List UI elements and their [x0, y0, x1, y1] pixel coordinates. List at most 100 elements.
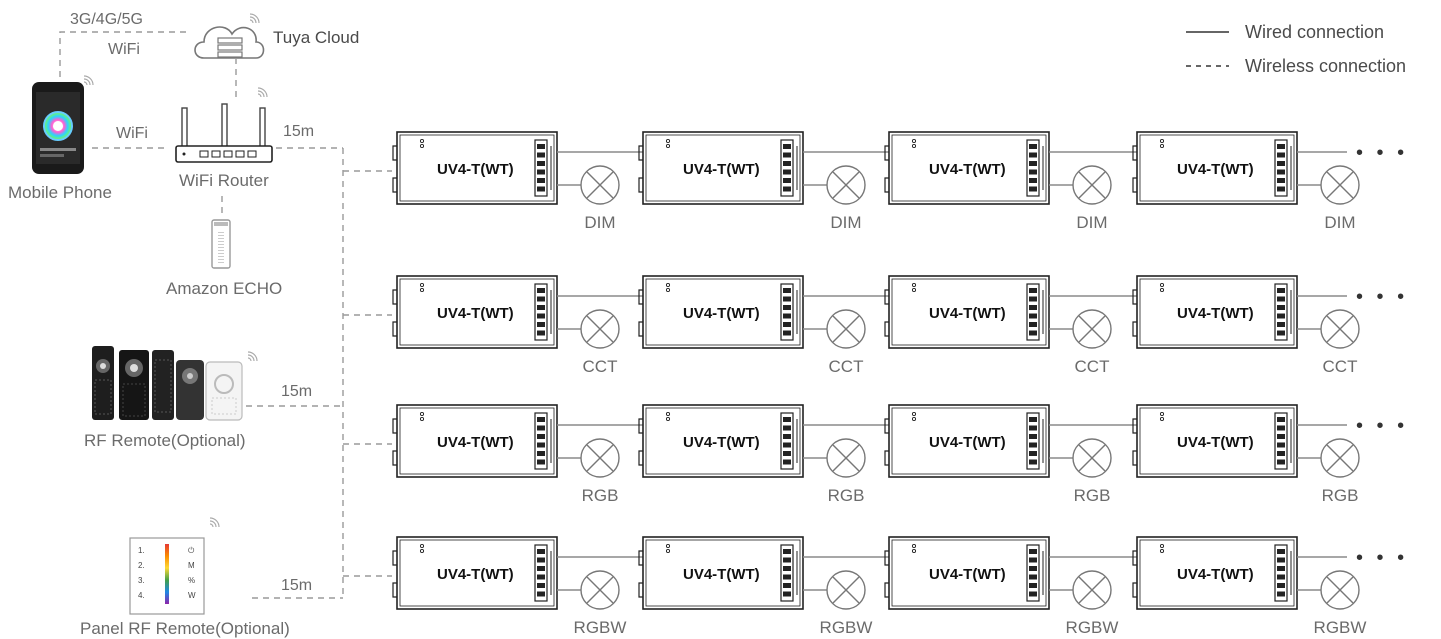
terminal-screw: [537, 434, 545, 439]
controller-inner-border: [399, 407, 555, 475]
lamp-type-label: DIM: [1324, 213, 1355, 232]
terminal-screw: [1277, 178, 1285, 183]
panel-key-2: 2.: [138, 561, 145, 570]
terminal-screw: [1277, 425, 1285, 431]
controller-unit: UV4-T(WT)RGBW: [1132, 536, 1366, 637]
terminal-screw: [537, 574, 545, 580]
controller-unit: UV4-T(WT) DIM: [1132, 131, 1360, 232]
lamp-icon: [1320, 165, 1360, 205]
controller-unit: UV4-T(WT) RGBW: [638, 536, 889, 637]
controller-led: [665, 287, 671, 293]
controller-left-clip: [638, 321, 643, 337]
lamp-type-label: DIM: [1076, 213, 1107, 232]
terminal-screw: [537, 417, 545, 422]
panel-distance-label: 15m: [281, 577, 312, 594]
terminal-screw: [783, 557, 791, 563]
controller-label: UV4-T(WT): [683, 566, 760, 583]
controller-box: [642, 275, 804, 349]
terminal-screw: [783, 591, 791, 597]
terminal-screw: [1029, 144, 1037, 149]
terminal-screw: [1277, 186, 1285, 192]
controller-box: [642, 536, 804, 610]
controller-led: [665, 143, 671, 149]
terminal-screw: [537, 313, 545, 319]
controller-inner-border: [645, 278, 801, 346]
controller-left-clip: [884, 321, 889, 337]
lamp-icon: [1072, 570, 1112, 610]
lamp-icon: [1072, 165, 1112, 205]
controller-left-clip: [1132, 177, 1137, 193]
controller-box: [1136, 404, 1298, 478]
controller-left-clip: [638, 582, 643, 598]
lamp-icon: [580, 309, 620, 349]
terminal-screw: [1277, 451, 1285, 456]
panel-key-1: 1.: [138, 546, 145, 555]
terminal-screw: [783, 549, 791, 554]
lamp-type-label: RGBW: [574, 618, 627, 637]
lamp-type-label: DIM: [584, 213, 615, 232]
lamp-type-label: CCT: [829, 357, 864, 376]
controller-label: UV4-T(WT): [1177, 161, 1254, 178]
controller-unit: UV4-T(WT)DIM: [638, 131, 889, 232]
controller-led: [419, 548, 425, 554]
controller-left-clip: [1132, 145, 1137, 161]
terminal-screw: [537, 144, 545, 149]
terminal-screw: [537, 591, 545, 597]
lamp-icon: [826, 165, 866, 205]
controller-led: [911, 411, 917, 417]
controller-label: UV4-T(WT): [437, 434, 514, 451]
terminal-screw: [783, 574, 791, 580]
terminal-screw: [783, 459, 791, 465]
cloud-network: 3G/4G/5G WiFi Tuya Cloud: [59, 11, 359, 98]
terminal-screw: [1277, 169, 1285, 175]
controller-inner-border: [891, 278, 1047, 346]
terminal-screw: [783, 330, 791, 336]
panel-key-mode: M: [188, 561, 195, 570]
controller-unit: UV4-T(WT)RGB: [884, 404, 1137, 505]
lamp-type-label: CCT: [1075, 357, 1110, 376]
terminal-screw: [783, 144, 791, 149]
lamp-icon: [1320, 438, 1360, 478]
lamp-type-label: RGBW: [820, 618, 873, 637]
echo-label: Amazon ECHO: [166, 279, 282, 298]
lamp-icon: [1072, 309, 1112, 349]
terminal-screw: [1029, 557, 1037, 563]
terminal-screw: [783, 161, 791, 166]
smart-speaker-icon: [211, 219, 231, 269]
router-icon: [175, 87, 273, 163]
controller-rows: UV4-T(WT) DIM UV4-T(WT) DIM UV4-T(WT) DIM UV4-…: [343, 131, 1404, 637]
terminal-screw: [1029, 583, 1037, 588]
terminal-screw: [783, 152, 791, 158]
controller-box: [888, 536, 1050, 610]
controller-led: [911, 143, 917, 149]
terminal-screw: [1277, 313, 1285, 319]
terminal-screw: [1029, 574, 1037, 580]
legend: Wired connection Wireless connection: [1186, 22, 1406, 76]
controller-label: UV4-T(WT): [1177, 434, 1254, 451]
terminal-screw: [1277, 442, 1285, 448]
terminal-screw: [1029, 296, 1037, 302]
terminal-screw: [537, 451, 545, 456]
terminal-screw: [783, 566, 791, 571]
controller-led: [665, 282, 671, 288]
controller-inner-border: [1139, 539, 1295, 607]
controller-led: [1159, 138, 1165, 144]
controller-unit: UV4-T(WT)CCT: [1132, 275, 1360, 376]
controller-left-clip: [1132, 582, 1137, 598]
terminal-screw: [1029, 425, 1037, 431]
terminal-screw: [1029, 566, 1037, 571]
terminal-screw: [1277, 557, 1285, 563]
terminal-screw: [1029, 161, 1037, 166]
cell-network-label: 3G/4G/5G: [70, 11, 143, 28]
terminal-screw: [537, 557, 545, 563]
lamp-type-label: RGB: [1074, 486, 1111, 505]
controller-box: [396, 404, 558, 478]
terminal-screw: [1029, 305, 1037, 310]
rf-remote-distance-label: 15m: [281, 383, 312, 400]
controller-led: [1159, 548, 1165, 554]
controller-led: [911, 287, 917, 293]
legend-wired-label: Wired connection: [1245, 22, 1384, 42]
controller-inner-border: [645, 407, 801, 475]
controller-label: UV4-T(WT): [929, 566, 1006, 583]
